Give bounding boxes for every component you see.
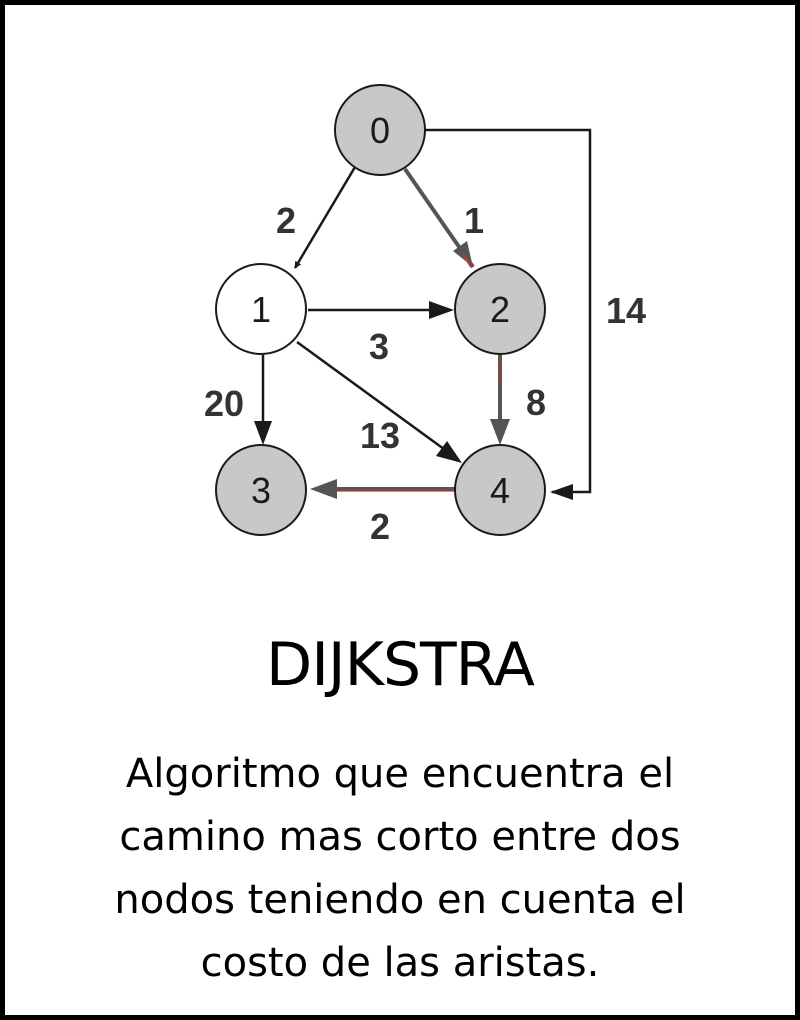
edge-1-3 [254,355,272,445]
edge-2-4 [490,355,510,445]
edge-0-4 [425,128,592,500]
svg-text:2: 2 [490,289,510,330]
card-description: Algoritmo que encuentra el camino mas co… [114,751,686,986]
graph-diagram: 0 1 2 3 4 2 1 14 3 20 13 8 2 [204,84,646,547]
node-0: 0 [334,84,426,176]
weight-label-2-4: 8 [526,382,546,423]
weight-label-1-2: 3 [369,326,389,367]
node-2: 2 [454,263,546,355]
weight-label-0-4: 14 [606,290,646,331]
svg-text:4: 4 [490,470,510,511]
edge-0-1 [293,166,357,269]
card-title: DIJKSTRA [266,630,535,700]
weight-label-0-2: 1 [464,200,484,241]
edge-4-3 [310,479,455,499]
node-4: 4 [454,444,546,536]
svg-text:3: 3 [251,470,271,511]
weight-label-4-3: 2 [370,506,390,547]
svg-text:1: 1 [251,289,271,330]
node-1: 1 [215,263,307,355]
edge-1-4 [296,340,462,463]
svg-text:0: 0 [370,110,390,151]
node-3: 3 [215,444,307,536]
edge-0-2 [403,167,475,269]
edge-1-2 [308,301,454,319]
weight-label-1-3: 20 [204,383,244,424]
weight-label-1-4: 13 [360,415,400,456]
weight-label-0-1: 2 [276,200,296,241]
